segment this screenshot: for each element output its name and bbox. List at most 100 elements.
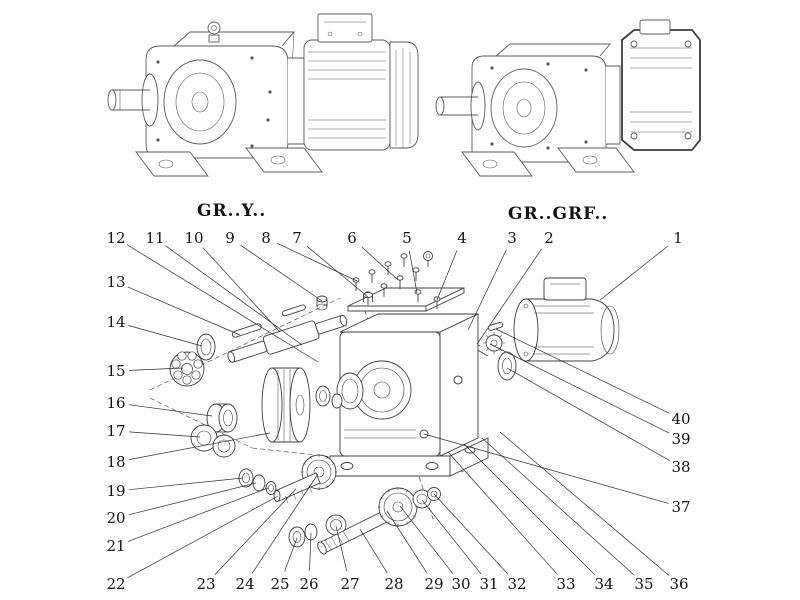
- motor-pinion-gear: [483, 332, 505, 354]
- leader-line-12: [126, 244, 319, 363]
- callout-6: 6: [347, 229, 357, 247]
- leader-line-11: [165, 245, 303, 346]
- callout-18: 18: [106, 453, 125, 471]
- large-helical-gear: [261, 367, 311, 443]
- lower-bearing: [325, 514, 347, 536]
- leader-line-27: [335, 525, 348, 572]
- retaining-rings: [412, 487, 441, 509]
- callout-15: 15: [106, 362, 125, 380]
- leader-line-6: [361, 246, 399, 281]
- lower-washers: [288, 523, 318, 548]
- callout-7: 7: [292, 229, 302, 247]
- callout-29: 29: [424, 575, 443, 593]
- callout-35: 35: [634, 575, 653, 593]
- callout-10: 10: [184, 229, 203, 247]
- leader-line-33: [447, 451, 558, 575]
- callout-30: 30: [451, 575, 470, 593]
- leader-line-8: [277, 243, 358, 282]
- motor-assembly: [454, 277, 620, 381]
- breather-plug: [363, 291, 373, 302]
- leader-line-39: [489, 343, 670, 434]
- leader-line-14: [128, 325, 203, 347]
- callout-16: 16: [106, 394, 125, 412]
- leader-line-37: [423, 433, 669, 504]
- callout-20: 20: [106, 509, 125, 527]
- callout-3: 3: [507, 229, 517, 247]
- callout-5: 5: [402, 229, 412, 247]
- callout-22: 22: [106, 575, 125, 593]
- callout-40: 40: [671, 410, 690, 428]
- callout-39: 39: [671, 430, 690, 448]
- leader-line-30: [399, 505, 454, 575]
- callout-27: 27: [340, 575, 359, 593]
- callout-11: 11: [145, 229, 164, 247]
- leader-line-2: [476, 248, 542, 345]
- variant-label-gr-grf: GR..GRF..: [508, 204, 609, 224]
- variant-label-gr-y: GR..Y..: [197, 201, 267, 221]
- eyebolt-icon: [423, 251, 433, 267]
- bore-bearing-ring: [336, 372, 364, 410]
- leader-line-23: [214, 488, 297, 575]
- leader-line-20: [128, 482, 257, 516]
- callout-32: 32: [507, 575, 526, 593]
- leader-line-24: [251, 473, 319, 574]
- leader-line-40: [495, 328, 670, 414]
- leader-line-10: [202, 247, 281, 333]
- leader-line-29: [386, 510, 428, 574]
- callout-26: 26: [299, 575, 318, 593]
- exploded-view: [149, 251, 620, 555]
- leader-lines-layer: [126, 243, 670, 579]
- callout-12: 12: [106, 229, 125, 247]
- electric-motor: [513, 277, 620, 362]
- shaft-key-short: [281, 304, 306, 317]
- leader-line-17: [128, 431, 201, 438]
- leader-line-4: [436, 249, 458, 301]
- callout-23: 23: [196, 575, 215, 593]
- washer-set: [238, 468, 277, 495]
- callout-25: 25: [270, 575, 289, 593]
- callout-38: 38: [671, 458, 690, 476]
- leader-line-25: [284, 537, 298, 572]
- callout-13: 13: [106, 273, 125, 291]
- callout-24: 24: [235, 575, 254, 593]
- leader-line-15: [128, 367, 184, 371]
- assembled-view-gr-y: [107, 13, 419, 177]
- leader-line-1: [599, 245, 669, 301]
- input-shaft-assembly: [227, 304, 348, 363]
- callout-36: 36: [669, 575, 688, 593]
- callout-4: 4: [457, 229, 467, 247]
- leader-line-9: [240, 245, 323, 302]
- motor-shaft-key: [487, 321, 504, 331]
- leader-line-16: [128, 404, 213, 417]
- housing-bolt-dots: [490, 62, 588, 150]
- leader-line-28: [359, 528, 388, 574]
- callout-34: 34: [594, 575, 613, 593]
- callout-19: 19: [106, 482, 125, 500]
- leader-line-13: [127, 286, 241, 336]
- leader-line-36: [499, 431, 670, 576]
- assembled-view-gr-grf: [435, 19, 701, 177]
- callout-8: 8: [261, 229, 271, 247]
- output-gear: [378, 487, 418, 527]
- callout-33: 33: [556, 575, 575, 593]
- flange-adapter: [497, 351, 517, 381]
- leader-line-32: [433, 493, 509, 575]
- leader-line-35: [481, 437, 635, 576]
- ball-bearing-cage: [169, 351, 205, 387]
- callout-9: 9: [225, 229, 235, 247]
- cover-bolts: [352, 251, 441, 309]
- callout-14: 14: [106, 313, 125, 331]
- leader-line-34: [463, 443, 596, 576]
- shaft-key-long: [231, 323, 262, 338]
- leader-line-5: [408, 250, 418, 294]
- leader-line-21: [127, 487, 269, 542]
- top-cover-plate: [347, 287, 465, 312]
- gear-housing: [329, 313, 489, 477]
- leader-line-22: [127, 495, 279, 579]
- callout-1: 1: [673, 229, 683, 247]
- callout-2: 2: [544, 229, 554, 247]
- housing-bolt-dots: [156, 56, 272, 148]
